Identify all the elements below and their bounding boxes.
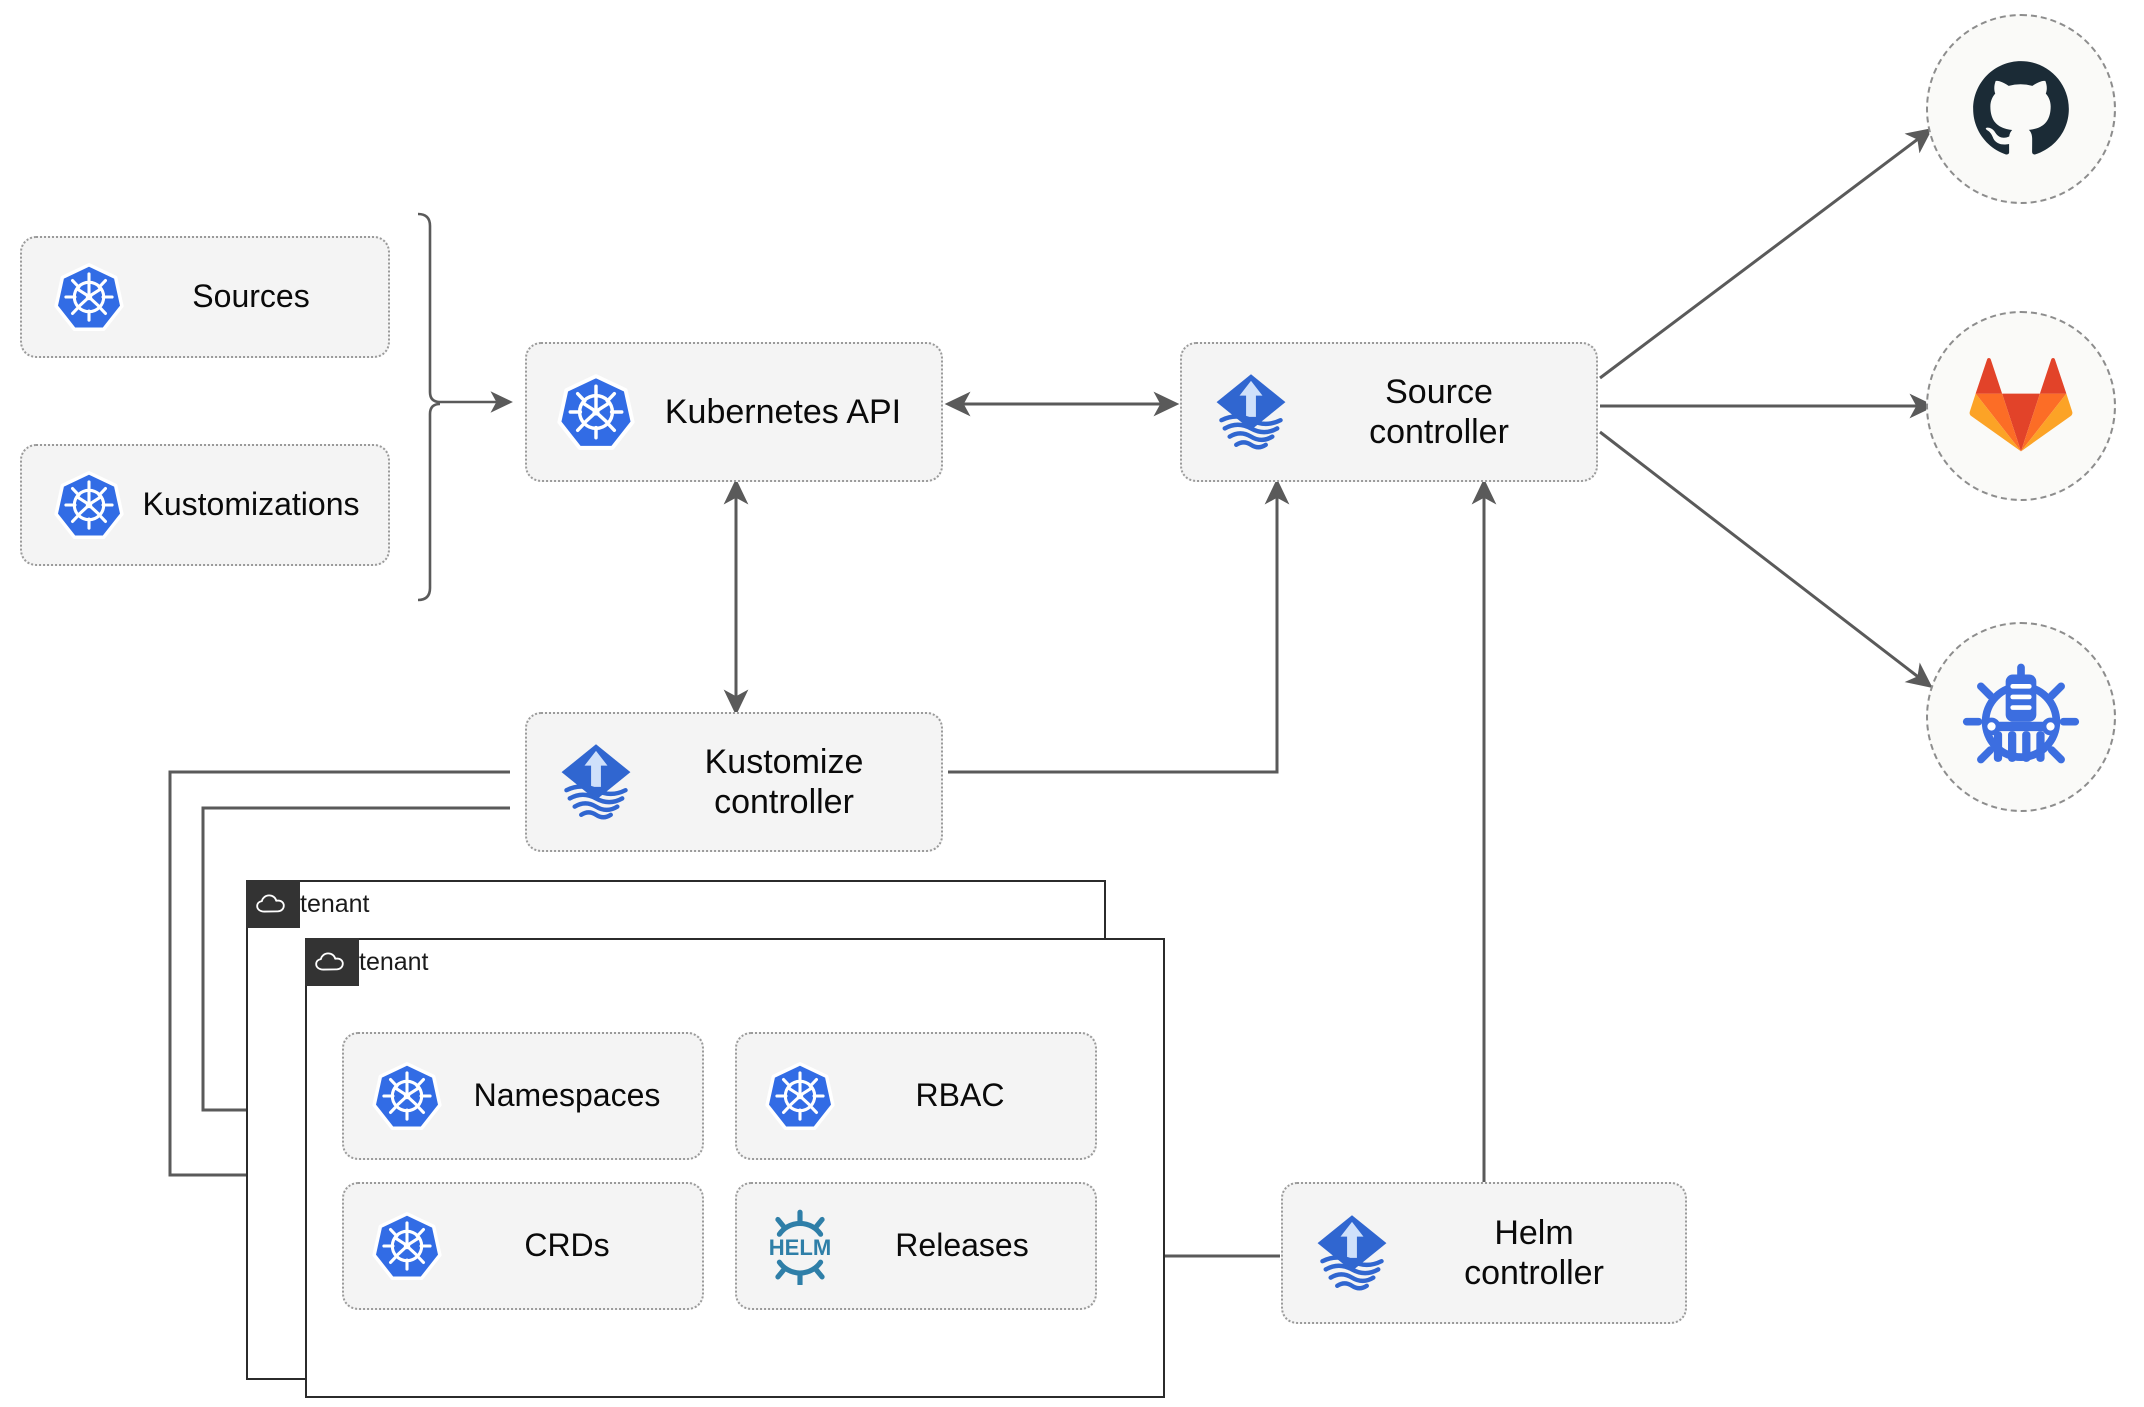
kubernetes-icon: [54, 470, 124, 540]
tenant-container-2[interactable]: tenant: [305, 938, 1165, 1398]
tenant-resource-crds-label: CRDs: [524, 1227, 610, 1264]
provider-bucket[interactable]: [1926, 622, 2116, 812]
flux-icon: [1311, 1212, 1393, 1294]
bucket-icon: [1962, 658, 2080, 776]
node-kustomize-controller-label: Kustomize controller: [704, 742, 864, 821]
edge-sourcecontroller-github: [1599, 127, 1933, 380]
github-icon: [1969, 57, 2073, 161]
kubernetes-icon: [372, 1061, 442, 1131]
tenant-resource-releases-label: Releases: [895, 1227, 1029, 1264]
node-kustomize-controller[interactable]: Kustomize controller: [525, 712, 943, 852]
card-sources-label: Sources: [192, 278, 310, 315]
node-kubernetes-api[interactable]: Kubernetes API: [525, 342, 943, 482]
node-helm-controller-label: Helm controller: [1464, 1213, 1604, 1292]
tenant-label-2: tenant: [359, 947, 429, 976]
provider-gitlab[interactable]: [1926, 311, 2116, 501]
tenant-resource-releases[interactable]: Releases: [735, 1182, 1097, 1310]
edge-sourcecontroller-bucket: [1599, 430, 1933, 689]
cloud-icon: [246, 880, 300, 928]
flux-icon: [555, 741, 637, 823]
kubernetes-icon: [372, 1211, 442, 1281]
kubernetes-icon: [54, 262, 124, 332]
card-kustomizations-label: Kustomizations: [142, 486, 360, 523]
tenant-resource-rbac-label: RBAC: [915, 1077, 1005, 1114]
kubernetes-icon: [557, 373, 635, 451]
tenant-resource-namespaces[interactable]: Namespaces: [342, 1032, 704, 1160]
tenant-label-1: tenant: [300, 889, 370, 918]
tenant-resource-crds[interactable]: CRDs: [342, 1182, 704, 1310]
node-helm-controller[interactable]: Helm controller: [1281, 1182, 1687, 1324]
kubernetes-icon: [765, 1061, 835, 1131]
edge-sources-bracket: [417, 212, 513, 602]
tenant-resource-namespaces-label: Namespaces: [473, 1077, 661, 1114]
edge-kustomizecontroller-sourcecontroller: [948, 478, 1290, 774]
helm-icon: [761, 1207, 839, 1285]
node-kubernetes-api-label: Kubernetes API: [664, 392, 902, 431]
flux-icon: [1210, 371, 1292, 453]
provider-github[interactable]: [1926, 14, 2116, 204]
node-source-controller[interactable]: Source controller: [1180, 342, 1598, 482]
card-sources[interactable]: Sources: [20, 236, 390, 358]
gitlab-icon: [1967, 352, 2075, 460]
card-kustomizations[interactable]: Kustomizations: [20, 444, 390, 566]
tenant-resource-rbac[interactable]: RBAC: [735, 1032, 1097, 1160]
node-source-controller-label: Source controller: [1369, 372, 1509, 451]
cloud-icon: [305, 938, 359, 986]
